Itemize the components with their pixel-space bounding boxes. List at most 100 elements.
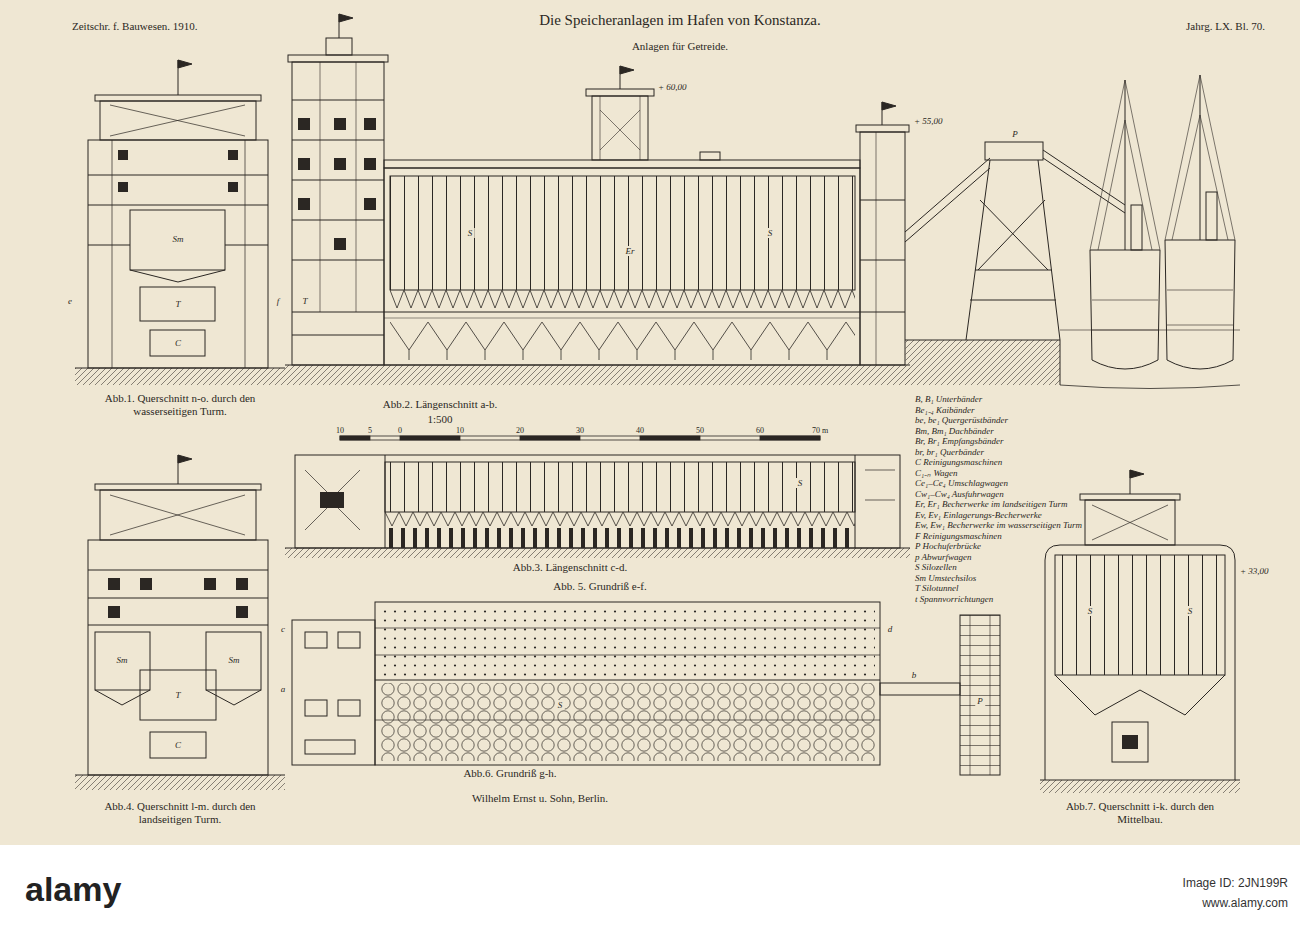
legend-text: T Silotunnel	[915, 583, 959, 593]
callout-letter: P	[975, 696, 985, 706]
callout-letter: a	[279, 684, 288, 694]
scale-number: 5	[368, 426, 372, 435]
legend-entry: B, B₁ Unterbänder	[915, 394, 1083, 405]
cross-section-land-tower	[150, 732, 206, 758]
callout-letter: T	[300, 296, 309, 306]
legend-text: Er, Er₁ Becherwerke im landseitigen Turm	[915, 499, 1068, 509]
longitudinal-section	[600, 96, 640, 160]
cross-section-middle	[1122, 735, 1138, 749]
longitudinal-section	[860, 132, 905, 365]
legend-text: p Abwurfwagen	[915, 552, 972, 562]
callout-letter: + 33,00	[1238, 566, 1271, 576]
longitudinal-section	[700, 152, 720, 160]
legend-entry: p Abwurfwagen	[915, 552, 1083, 563]
longitudinal-section-cd	[320, 492, 344, 508]
callout-letter: C	[173, 338, 183, 348]
figure-caption: Abb. 5. Grundriß e-f.	[553, 580, 646, 593]
longitudinal-section	[620, 66, 634, 74]
cross-section-land-tower	[236, 578, 248, 590]
figure-caption: Abb.1. Querschnitt n-o. durch den wasser…	[90, 392, 270, 418]
longitudinal-section	[860, 200, 905, 312]
ground-plan	[338, 700, 360, 716]
legend-text: t Spannvorrichtungen	[915, 594, 993, 604]
ground-plan	[375, 628, 880, 655]
cross-section-land-tower	[95, 484, 261, 490]
legend-entry: P Hochuferbrücke	[915, 541, 1083, 552]
callout-letter: S	[466, 228, 475, 238]
callout-letter: C	[173, 740, 183, 750]
longitudinal-section	[390, 290, 855, 310]
callout-letter: f	[275, 296, 282, 306]
legend-text: S Silozellen	[915, 562, 957, 572]
longitudinal-section	[288, 55, 388, 62]
callout-letter: + 60,00	[656, 82, 689, 92]
cross-section-middle	[1045, 545, 1235, 780]
loading-bridge-and-ships	[1165, 240, 1235, 369]
legend-entry: C Reinigungsmaschinen	[915, 457, 1083, 468]
ground-plan	[375, 602, 880, 765]
scale-bar	[640, 436, 700, 440]
figure-caption: Abb.4. Querschnitt l-m. durch den landse…	[90, 800, 270, 826]
cross-section-land-tower	[95, 632, 150, 690]
longitudinal-section	[320, 62, 356, 312]
ground-plan	[338, 632, 360, 648]
longitudinal-section	[384, 318, 860, 319]
figure-caption: Abb.7. Querschnitt i-k. durch den Mittel…	[1045, 800, 1235, 826]
cross-section-water-tower	[75, 368, 285, 385]
figure-frame: Abb. 5. Grundriß e-f.	[290, 578, 910, 678]
loading-bridge-and-ships	[1206, 192, 1217, 240]
legend-entry: Ew, Ew₁ Becherwerke im wasserseitigen Tu…	[915, 520, 1083, 531]
longitudinal-section-cd	[285, 455, 910, 558]
figure-frame: Abb.3. Längenschnitt c-d.	[290, 445, 910, 577]
cross-section-land-tower	[206, 690, 261, 705]
cross-section-land-tower	[140, 670, 216, 720]
cross-section-water-tower	[140, 287, 215, 321]
cross-section-land-tower	[75, 775, 285, 790]
scale-bar	[340, 436, 370, 440]
legend-text: C₁₋ₙ Wagen	[915, 468, 958, 478]
legend-entry: F Reinigungsmaschinen	[915, 531, 1083, 542]
ground-plan	[292, 602, 1000, 775]
scale-bar	[340, 436, 820, 440]
watermark-text: Image ID: 2JN199R	[1183, 876, 1288, 890]
ground-plan	[375, 720, 880, 721]
scale-number: 0	[398, 426, 402, 435]
callout-letter: P	[1010, 129, 1020, 139]
callout-letter: Sm	[227, 655, 242, 665]
longitudinal-section	[384, 312, 860, 313]
cross-section-middle	[1055, 675, 1225, 715]
figure-caption: Abb.6. Grundriß g-h.	[463, 767, 556, 780]
longitudinal-section	[298, 118, 310, 130]
caption-text: 1:500	[427, 413, 452, 425]
plate-title: Die Speicheranlagen im Hafen von Konstan…	[539, 12, 821, 29]
cross-section-middle	[1040, 470, 1240, 793]
scale-number: 60	[756, 426, 764, 435]
cross-section-land-tower	[75, 455, 285, 790]
longitudinal-section-cd	[385, 512, 855, 528]
longitudinal-section	[298, 158, 310, 170]
longitudinal-section	[326, 38, 352, 55]
longitudinal-section	[390, 320, 855, 360]
cross-section-middle	[1040, 780, 1240, 781]
cross-section-water-tower	[75, 60, 285, 385]
cross-section-land-tower	[236, 606, 248, 618]
paper-ground	[0, 0, 1300, 845]
longitudinal-section	[339, 14, 353, 22]
scale-number: 20	[516, 426, 524, 435]
header-text: Zeitschr. f. Bauwesen. 1910.	[72, 20, 198, 32]
figure-frame: Abb.2. Längenschnitt a-b.	[290, 12, 910, 412]
cross-section-land-tower	[178, 455, 192, 463]
ground-plan	[375, 680, 880, 681]
header-text: Jahrg. LX. Bl. 70.	[1186, 20, 1265, 32]
callout-letter: e	[66, 296, 74, 306]
legend-entry: Sm Umstechsilos	[915, 573, 1083, 584]
legend-entry: Cw₁–Cw₄ Ausfuhrwagen	[915, 489, 1083, 500]
subtitle: Anlagen für Getreide.	[632, 40, 728, 52]
cross-section-water-tower	[178, 60, 192, 68]
cross-section-land-tower	[88, 540, 268, 775]
legend-text: Sm Umstechsilos	[915, 573, 976, 583]
legend-text: Ce₁–Ce₄ Umschlagwagen	[915, 478, 1008, 488]
longitudinal-section-cd	[385, 528, 855, 548]
